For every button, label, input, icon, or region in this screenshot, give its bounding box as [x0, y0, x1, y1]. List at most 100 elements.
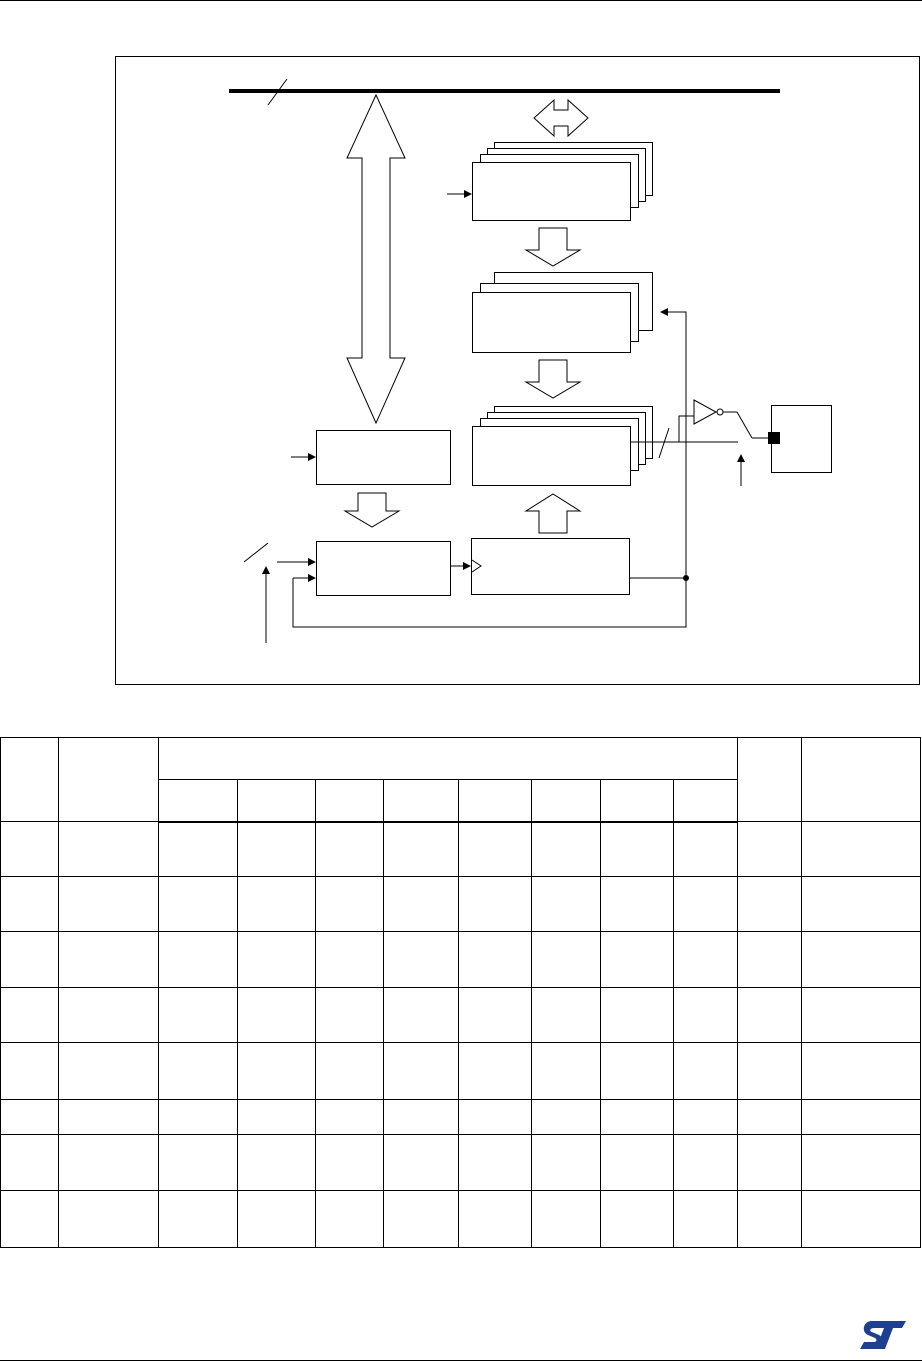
table-cell — [383, 1099, 459, 1135]
table-cell — [673, 931, 738, 988]
down-arrow-2 — [524, 359, 582, 399]
table-cell — [457, 1099, 533, 1135]
table-cell — [58, 1099, 160, 1135]
table-cell — [457, 931, 533, 988]
table-cell — [673, 987, 738, 1043]
bit-header-cell — [457, 779, 533, 823]
table-cell — [0, 1099, 60, 1135]
table-row — [0, 876, 921, 932]
counter-block — [471, 538, 630, 595]
table-cell — [599, 987, 675, 1043]
table-row — [0, 931, 921, 988]
table-cell — [158, 931, 238, 988]
table-cell — [315, 1190, 385, 1248]
table-row — [0, 987, 921, 1043]
output-select-switch — [736, 411, 753, 439]
feedback-line — [630, 308, 687, 579]
table-cell — [158, 821, 238, 877]
table-cell — [236, 1190, 317, 1248]
table-cell — [315, 1042, 385, 1100]
table-cell — [531, 1042, 601, 1100]
table-cell — [599, 1042, 675, 1100]
table-cell — [315, 987, 385, 1043]
table-cell — [383, 1134, 459, 1191]
table-cell — [58, 1042, 160, 1100]
table-cell — [599, 1134, 675, 1191]
table-cell — [801, 931, 921, 988]
table-cell — [801, 1134, 921, 1191]
bit-header-cell — [531, 779, 601, 823]
table-cell — [531, 1190, 601, 1248]
table-cell — [801, 987, 921, 1043]
table-cell — [531, 931, 601, 988]
table-cell — [0, 1190, 60, 1248]
table-cell — [736, 931, 803, 988]
feedback-loop-line — [292, 578, 687, 628]
table-cell — [315, 1099, 385, 1135]
bit-header-cell — [315, 779, 385, 823]
table-cell — [383, 931, 459, 988]
table-row — [0, 821, 921, 877]
bit-header-cell — [383, 779, 459, 823]
table-row — [0, 1099, 921, 1135]
figure-frame — [115, 56, 920, 685]
table-cell — [315, 821, 385, 877]
table-cell — [158, 1042, 238, 1100]
header-cell — [801, 737, 921, 822]
block-diagram — [115, 56, 920, 685]
bit-header-cell — [673, 779, 738, 823]
table-cell — [58, 1134, 160, 1191]
table-subheader-row — [1, 779, 921, 823]
left-down-arrow — [343, 492, 401, 528]
table-cell — [236, 1099, 317, 1135]
table-cell — [673, 876, 738, 932]
table-cell — [158, 987, 238, 1043]
table-cell — [236, 987, 317, 1043]
table-cell — [58, 931, 160, 988]
header-cell — [736, 737, 803, 822]
inverter-bubble — [716, 408, 724, 416]
table-cell — [158, 1190, 238, 1248]
table-cell — [531, 987, 601, 1043]
table-cell — [0, 987, 60, 1043]
header-cell — [0, 737, 60, 822]
table-cell — [736, 1042, 803, 1100]
table-cell — [236, 1042, 317, 1100]
table-cell — [673, 1134, 738, 1191]
table-cell — [673, 821, 738, 877]
table-cell — [0, 821, 60, 877]
table-cell — [0, 931, 60, 988]
output-bus-slash — [658, 427, 670, 459]
control-block — [316, 541, 451, 596]
table-cell — [673, 1099, 738, 1135]
table-cell — [801, 876, 921, 932]
table-cell — [383, 987, 459, 1043]
table-cell — [599, 876, 675, 932]
table-cell — [531, 1099, 601, 1135]
table-cell — [0, 876, 60, 932]
table-cell — [383, 1042, 459, 1100]
table-cell — [158, 1134, 238, 1191]
output-pin-block — [771, 405, 832, 473]
table-cell — [236, 931, 317, 988]
inverter-input-line — [678, 415, 694, 442]
register-table — [0, 737, 921, 1248]
table-cell — [736, 821, 803, 877]
table-cell — [457, 821, 533, 877]
register-stack-2 — [472, 272, 653, 353]
table-row — [0, 1042, 921, 1100]
table-cell — [673, 1190, 738, 1248]
table-cell — [736, 987, 803, 1043]
bit-header-cell — [236, 779, 317, 823]
down-arrow-1 — [524, 227, 582, 267]
output-pin-marker — [768, 432, 780, 444]
table-cell — [599, 821, 675, 877]
table-cell — [383, 876, 459, 932]
table-cell — [736, 876, 803, 932]
table-cell — [58, 876, 160, 932]
bits-group-header — [158, 737, 738, 780]
table-cell — [599, 931, 675, 988]
register-stack-1 — [472, 142, 653, 221]
left-register-block — [316, 430, 451, 485]
register-stack-3 — [472, 406, 653, 486]
